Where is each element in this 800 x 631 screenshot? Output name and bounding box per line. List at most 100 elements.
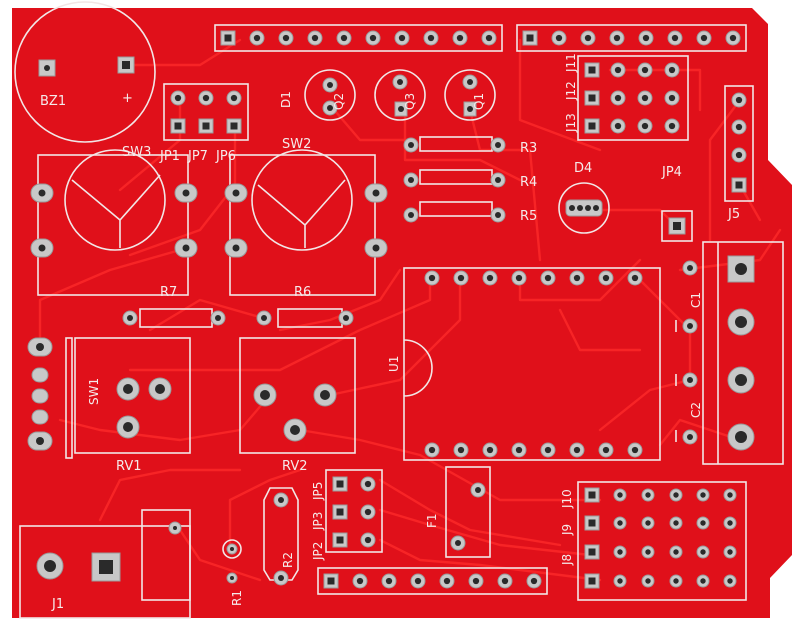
header-bottom-outline [317, 567, 548, 595]
label-r7: R7 [160, 285, 177, 300]
jp-pin-hole [202, 122, 210, 130]
header-top-left-pin-hole [369, 34, 377, 42]
j8-10-pin-hole [588, 519, 596, 527]
u1-pin-hole [544, 274, 552, 282]
header-top-left-pin-hole [427, 34, 435, 42]
j5-pin-hole [735, 181, 743, 189]
header-top-right-pin-hole [671, 34, 679, 42]
header-top-left [214, 24, 503, 52]
j11-13-pin-hole [668, 122, 676, 130]
header-top-left-pin-hole [398, 34, 406, 42]
label-sw2: SW2 [282, 137, 311, 152]
u1-pin-hole [602, 274, 610, 282]
transistors [304, 69, 496, 121]
header-bottom-pin-hole [414, 577, 422, 585]
j11-13-pin-hole [641, 122, 649, 130]
label-r4: R4 [520, 175, 537, 190]
led-d4 [558, 182, 610, 234]
j8-10-pin-hole [700, 520, 706, 526]
fuse-f1 [445, 466, 491, 558]
j8-10-pin-hole [673, 492, 679, 498]
jp-block-outline [163, 83, 249, 141]
jp235-pin-hole [336, 508, 344, 516]
jp235-pin-hole [336, 536, 344, 544]
j11-13-outline [577, 55, 689, 141]
j8-10-pin-hole [645, 520, 651, 526]
header-top-right-pin-hole [526, 34, 534, 42]
label-c1: C1 [689, 292, 703, 308]
power-jack-j1 [19, 509, 191, 619]
label-c2: C2 [689, 402, 703, 418]
jp-pin-hole [202, 94, 210, 102]
header-top-left-pin-hole [485, 34, 493, 42]
j11-13-pin-hole [614, 122, 622, 130]
switch-pad-hole [372, 189, 380, 197]
label-rv1: RV1 [116, 459, 142, 474]
label-j9: J9 [560, 524, 574, 536]
label-r3: R3 [520, 141, 537, 156]
j8-10-pin-hole [588, 548, 596, 556]
label-jp3: JP3 [311, 512, 325, 531]
j8-10-pin-hole [617, 520, 623, 526]
ic-u1 [403, 267, 661, 461]
jp-pin-hole [230, 122, 238, 130]
u1-pin-hole [544, 446, 552, 454]
u1-pin-hole [457, 446, 465, 454]
j8-10-pin-hole [588, 491, 596, 499]
header-top-left-pin-hole [340, 34, 348, 42]
switch-pad-hole [38, 189, 46, 197]
label-jp4: JP4 [661, 165, 682, 180]
header-top-right-outline [516, 24, 747, 52]
header-top-left-pin-hole [224, 34, 232, 42]
j5-pin-hole [735, 151, 743, 159]
j5-outline [724, 85, 754, 202]
ic-u1-pins [424, 270, 643, 458]
u1-pin-hole [428, 446, 436, 454]
label-jp2: JP2 [311, 542, 325, 561]
j8-10-pin-hole [673, 549, 679, 555]
label-q3: Q3 [403, 93, 417, 110]
switch-pad-hole [372, 244, 380, 252]
j8-10-pin-hole [588, 577, 596, 585]
header-top-right-pin-hole [700, 34, 708, 42]
header-top-right-pin-hole [584, 34, 592, 42]
label-d1: D1 [279, 91, 293, 108]
j5-pin-hole [735, 96, 743, 104]
silkscreen-labels: BZ1 + SW3 SW2 JP1 JP7 JP6 R3 R4 R5 D4 JP… [40, 53, 740, 612]
label-r5: R5 [520, 209, 537, 224]
label-plus: + [122, 91, 133, 106]
label-j8: J8 [560, 554, 574, 566]
switch-pad-hole [38, 244, 46, 252]
u1-pin-hole [631, 446, 639, 454]
terminal-block [702, 241, 784, 465]
switch-pad-hole [182, 189, 190, 197]
u1-pin-hole [486, 274, 494, 282]
j8-10-pin-hole [645, 578, 651, 584]
j11-13-pin-hole [668, 94, 676, 102]
label-j11: J11 [564, 53, 578, 73]
capacitors-c1-c2 [675, 260, 698, 445]
u1-pin-hole [428, 274, 436, 282]
j8-10-pin-hole [727, 549, 733, 555]
j8-10-pin-hole [727, 492, 733, 498]
header-top-left-pin-hole [282, 34, 290, 42]
potentiometer-rv2 [239, 337, 356, 454]
switch-sw1 [27, 337, 73, 459]
header-top-left-outline [214, 24, 503, 52]
u1-pin-hole [631, 274, 639, 282]
label-q1: Q1 [472, 93, 486, 110]
header-top-right-pin-hole [642, 34, 650, 42]
j8-10-pin-hole [617, 578, 623, 584]
jumper-jp4 [661, 210, 693, 242]
j8-10-pin-hole [727, 520, 733, 526]
resistor-r1 [222, 539, 242, 584]
j8-10-pin-hole [617, 549, 623, 555]
header-bottom-pin-hole [501, 577, 509, 585]
label-rv2: RV2 [282, 459, 308, 474]
label-jp1: JP1 [159, 149, 180, 164]
header-bottom-pin-hole [356, 577, 364, 585]
jp235-outline [325, 469, 383, 553]
jp-pin-hole [174, 122, 182, 130]
switch-sw3 [37, 149, 189, 296]
